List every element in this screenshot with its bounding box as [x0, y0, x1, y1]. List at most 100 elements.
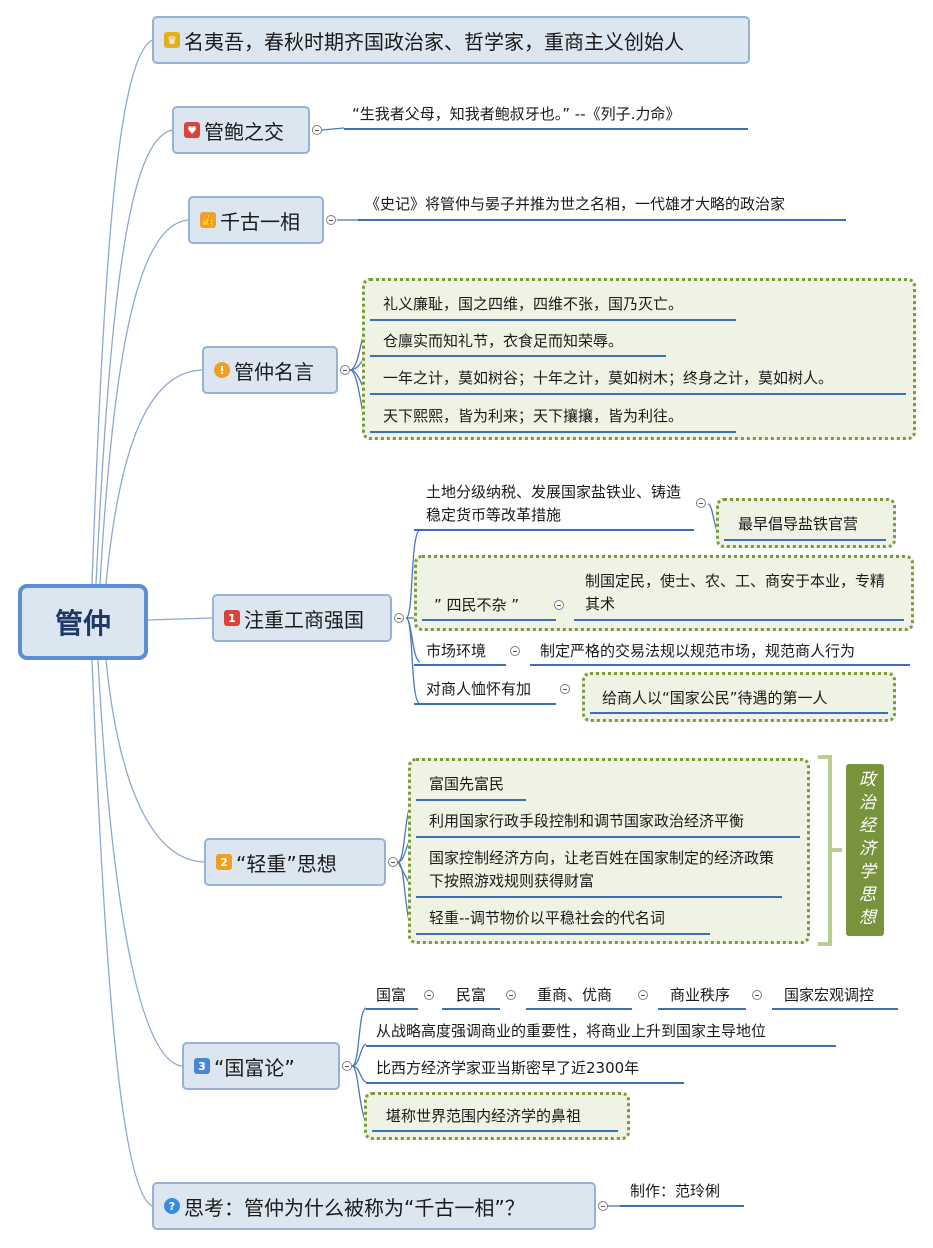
collapse-toggle[interactable]: [560, 684, 570, 694]
underline: [422, 619, 556, 621]
quote-item: 仓廪实而知礼节，衣食足而知荣辱。: [383, 332, 624, 350]
collapse-toggle[interactable]: [554, 600, 564, 610]
underline: [416, 836, 800, 838]
underline: [658, 1008, 746, 1010]
commerce-simin: ” 四民不杂 ”: [434, 596, 520, 614]
collapse-toggle[interactable]: [598, 1201, 608, 1211]
qingzhong-item: 国家控制经济方向，让老百姓在国家制定的经济政策下按照游戏规则获得财富: [429, 849, 775, 890]
guofu-chain-item: 商业秩序: [670, 986, 731, 1004]
commerce-merchant: 对商人恤怀有加: [426, 680, 532, 698]
underline: [366, 1008, 418, 1010]
chancellor-note: 《史记》将管仲与晏子并推为世之名相，一代雄才大略的政治家: [365, 195, 786, 213]
topic-chancellor-label: 千古一相: [220, 209, 300, 234]
commerce-simin-note: 制国定民，使士、农、工、商安于本业，专精其术: [585, 572, 886, 613]
underline: [414, 703, 556, 705]
underline: [344, 128, 748, 130]
guofu-point: 堪称世界范围内经济学的鼻祖: [386, 1107, 582, 1125]
guofu-point: 比西方经济学家亚当斯密早了近2300年: [376, 1059, 640, 1077]
priority-2-icon: 2: [216, 854, 232, 870]
underline: [526, 1008, 632, 1010]
topic-think-label: 思考：管仲为什么被称为“千古一相”？: [184, 1195, 525, 1220]
commerce-reform: 土地分级纳税、发展国家盐铁业、铸造稳定货币等改革措施: [426, 483, 682, 524]
econ-thought-label: 政治经济学思想: [846, 764, 884, 936]
collapse-toggle[interactable]: [424, 990, 434, 1000]
exclamation-icon: !: [214, 362, 230, 378]
collapse-toggle[interactable]: [696, 498, 706, 508]
commerce-market-note: 制定严格的交易法规以规范市场，规范商人行为: [540, 642, 856, 660]
topic-qingzhong[interactable]: 2 “轻重”思想: [204, 838, 386, 886]
topic-quotes[interactable]: ! 管仲名言: [202, 346, 338, 394]
underline: [416, 896, 782, 898]
commerce-reform-note: 最早倡导盐铁官营: [738, 515, 859, 533]
collapse-toggle[interactable]: [394, 613, 404, 623]
qingzhong-item: 富国先富民: [429, 775, 505, 793]
collapse-toggle[interactable]: [326, 215, 336, 225]
topic-commerce[interactable]: 1 注重工商强国: [212, 594, 392, 642]
underline: [370, 355, 666, 357]
topic-intro-label: 名夷吾，春秋时期齐国政治家、哲学家，重商主义创始人: [184, 29, 684, 54]
qingzhong-item: 利用国家行政手段控制和调节国家政治经济平衡: [429, 812, 745, 830]
quote-item: 天下熙熙，皆为利来；天下攘攘，皆为利往。: [383, 407, 684, 425]
priority-1-icon: 1: [224, 610, 240, 626]
underline: [370, 393, 906, 395]
collapse-toggle[interactable]: [342, 1061, 352, 1071]
topic-qingzhong-label: “轻重”思想: [236, 851, 337, 876]
guofu-point: 从战略高度强调商业的重要性，将商业上升到国家主导地位: [376, 1022, 767, 1040]
underline: [574, 619, 904, 621]
underline: [620, 1205, 744, 1207]
collapse-toggle[interactable]: [638, 990, 648, 1000]
collapse-toggle[interactable]: [312, 125, 322, 135]
collapse-toggle[interactable]: [752, 990, 762, 1000]
friendship-quote: “生我者父母，知我者鲍叔牙也。” --《列子.力命》: [352, 105, 681, 123]
underline: [416, 933, 710, 935]
topic-chancellor[interactable]: 👍 千古一相: [188, 196, 324, 244]
collapse-toggle[interactable]: [340, 365, 350, 375]
topic-think[interactable]: ? 思考：管仲为什么被称为“千古一相”？: [152, 1182, 596, 1230]
heart-icon: ♥: [184, 122, 200, 138]
priority-3-icon: 3: [194, 1058, 210, 1074]
central-topic[interactable]: 管仲: [18, 584, 148, 660]
underline: [590, 712, 888, 714]
collapse-toggle[interactable]: [388, 857, 398, 867]
underline: [370, 431, 736, 433]
underline: [530, 664, 910, 666]
central-topic-label: 管仲: [54, 607, 111, 640]
topic-friendship[interactable]: ♥ 管鲍之交: [172, 106, 310, 154]
collapse-toggle[interactable]: [506, 990, 516, 1000]
collapse-toggle[interactable]: [510, 646, 520, 656]
qingzhong-item: 轻重--调节物价以平稳社会的代名词: [429, 909, 665, 927]
trophy-icon: ♛: [164, 32, 180, 48]
underline: [358, 219, 846, 221]
underline: [442, 1008, 500, 1010]
underline: [372, 1130, 618, 1132]
topic-guofu[interactable]: 3 “国富论”: [182, 1042, 340, 1090]
simin-group-boundary: [414, 555, 914, 631]
quote-item: 一年之计，莫如树谷；十年之计，莫如树木；终身之计，莫如树人。: [383, 369, 834, 387]
commerce-merchant-note: 给商人以“国家公民”待遇的第一人: [602, 689, 828, 707]
commerce-market: 市场环境: [426, 642, 487, 660]
quotes-group-boundary: [362, 278, 916, 440]
topic-guofu-label: “国富论”: [214, 1055, 295, 1080]
underline: [414, 664, 506, 666]
qingzhong-group-boundary: [408, 758, 810, 944]
guofu-chain-item: 重商、优商: [537, 986, 613, 1004]
underline: [366, 1045, 836, 1047]
guofu-chain-item: 民富: [456, 986, 487, 1004]
underline: [366, 1082, 684, 1084]
underline: [414, 529, 694, 531]
guofu-chain-item: 国家宏观调控: [784, 986, 875, 1004]
econ-thought-label-text: 政治经济学思想: [855, 769, 875, 931]
thumbs-up-icon: 👍: [200, 212, 216, 228]
author-credit: 制作：范玲俐: [630, 1182, 721, 1200]
question-icon: ?: [164, 1198, 180, 1214]
underline: [772, 1008, 898, 1010]
topic-intro[interactable]: ♛ 名夷吾，春秋时期齐国政治家、哲学家，重商主义创始人: [152, 16, 750, 64]
guofu-chain-item: 国富: [376, 986, 407, 1004]
topic-commerce-label: 注重工商强国: [244, 607, 364, 632]
topic-friendship-label: 管鲍之交: [204, 119, 284, 144]
guofu-point3-boundary: [364, 1092, 630, 1140]
underline: [370, 319, 736, 321]
topic-quotes-label: 管仲名言: [234, 359, 314, 384]
underline: [724, 539, 886, 541]
quote-item: 礼义廉耻，国之四维，四维不张，国乃灭亡。: [383, 295, 684, 313]
